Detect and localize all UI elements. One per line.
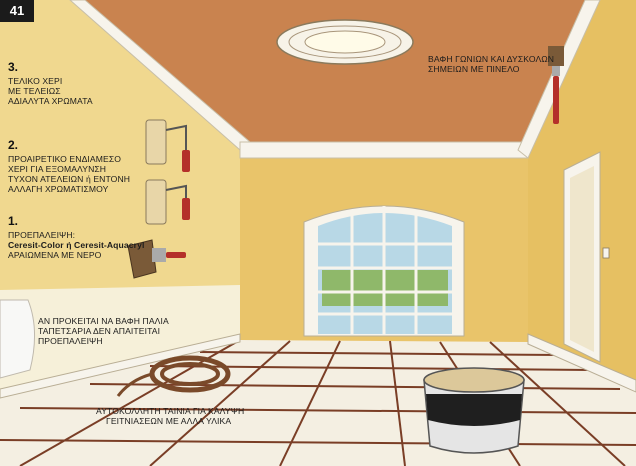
side-door [563,151,610,363]
tape-roll-icon [116,355,231,397]
step-3-line: ΤΕΛΙΚΟ ΧΕΡΙ [8,76,63,86]
step-2-line: ΧΕΡΙ ΓΙΑ ΕΞΟΜΑΛΥΝΣΗ [8,164,107,174]
step-2-line: ΑΛΛΑΓΗ ΧΡΩΜΑΤΙΣΜΟΥ [8,184,109,194]
wallpaper-note: ΑΝ ΠΡΟΚΕΙΤΑΙ ΝΑ ΒΑΦΗ ΠΑΛΙΑ ΤΑΠΕΤΣΑΡΙΑ ΔΕ… [38,316,169,346]
french-door [303,205,465,337]
wallpaper-note-line: ΠΡΟΕΠΑΛΕΙΨΗ [38,336,103,346]
left-wall-primer-band [0,285,240,395]
step-2-label: ΠΡΟΑΙΡΕΤΙΚΟ ΕΝΔΙΑΜΕΣΟ ΧΕΡΙ ΓΙΑ ΕΞΟΜΑΛΥΝΣ… [8,154,130,194]
corners-note-line: ΒΑΦΗ ΓΩΝΙΩΝ ΚΑΙ ΔΥΣΚΟΛΩΝ [428,54,555,64]
tape-note: ΑΥΤΟΚΟΛΛΗΤΗ ΤΑΙΝΙΑ ΓΙΑ ΚΑΛΥΨΗ ΓΕΙΤΝΙΑΣΕΩ… [96,406,244,426]
tape-note-line: ΑΥΤΟΚΟΛΛΗΤΗ ΤΑΙΝΙΑ ΓΙΑ ΚΑΛΥΨΗ [96,406,245,416]
paint-roller-icon [145,179,190,225]
step-3-line: ΜΕ ΤΕΛΕΙΩΣ [8,86,61,96]
ceiling-light-icon [276,19,414,65]
skirting [0,333,636,399]
corners-note: ΒΑΦΗ ΓΩΝΙΩΝ ΚΑΙ ΔΥΣΚΟΛΩΝ ΣΗΜΕΙΩΝ ΜΕ ΠΙΝΕ… [428,54,554,74]
step-1-line: ΠΡΟΕΠΑΛΕΙΨΗ: [8,230,76,240]
step-3-number: 3. [8,60,19,74]
step-2-line: ΤΥΧΟΝ ΑΤΕΛΕΙΩΝ ή ΕΝΤΟΝΗ [8,174,131,184]
paint-brush-icon [127,239,186,279]
paint-bucket-icon [423,367,525,454]
step-1-line: ΑΡΑΙΩΜΕΝΑ ΜΕ ΝΕΡΟ [8,250,102,260]
tape-note-line: ΓΕΙΤΝΙΑΣΕΩΝ ΜΕ ΑΛΛΑ ΥΛΙΚΑ [106,416,232,426]
wallpaper-curl [0,299,36,379]
step-1-number: 1. [8,214,19,228]
wallpaper-note-line: ΑΝ ΠΡΟΚΕΙΤΑΙ ΝΑ ΒΑΦΗ ΠΑΛΙΑ [38,316,169,326]
corner-brush-icon [548,46,564,124]
step-1-product-line: Ceresit-Color ή Ceresit-Aquacryl [8,240,145,250]
page-number-badge: 41 [0,0,34,22]
step-3-line: ΑΔΙΑΛΥΤΑ ΧΡΩΜΑΤΑ [8,96,93,106]
step-2-line: ΠΡΟΑΙΡΕΤΙΚΟ ΕΝΔΙΑΜΕΣΟ [8,154,122,164]
step-3-label: ΤΕΛΙΚΟ ΧΕΡΙ ΜΕ ΤΕΛΕΙΩΣ ΑΔΙΑΛΥΤΑ ΧΡΩΜΑΤΑ [8,76,93,106]
corners-note-line: ΣΗΜΕΙΩΝ ΜΕ ΠΙΝΕΛΟ [428,64,520,74]
paint-roller-icon [145,119,190,172]
step-1-label: ΠΡΟΕΠΑΛΕΙΨΗ: Ceresit-Color ή Ceresit-Aqu… [8,230,144,260]
step-2-number: 2. [8,138,19,152]
wallpaper-note-line: ΤΑΠΕΤΣΑΡΙΑ ΔΕΝ ΑΠΑΙΤΕΙΤΑΙ [38,326,161,336]
